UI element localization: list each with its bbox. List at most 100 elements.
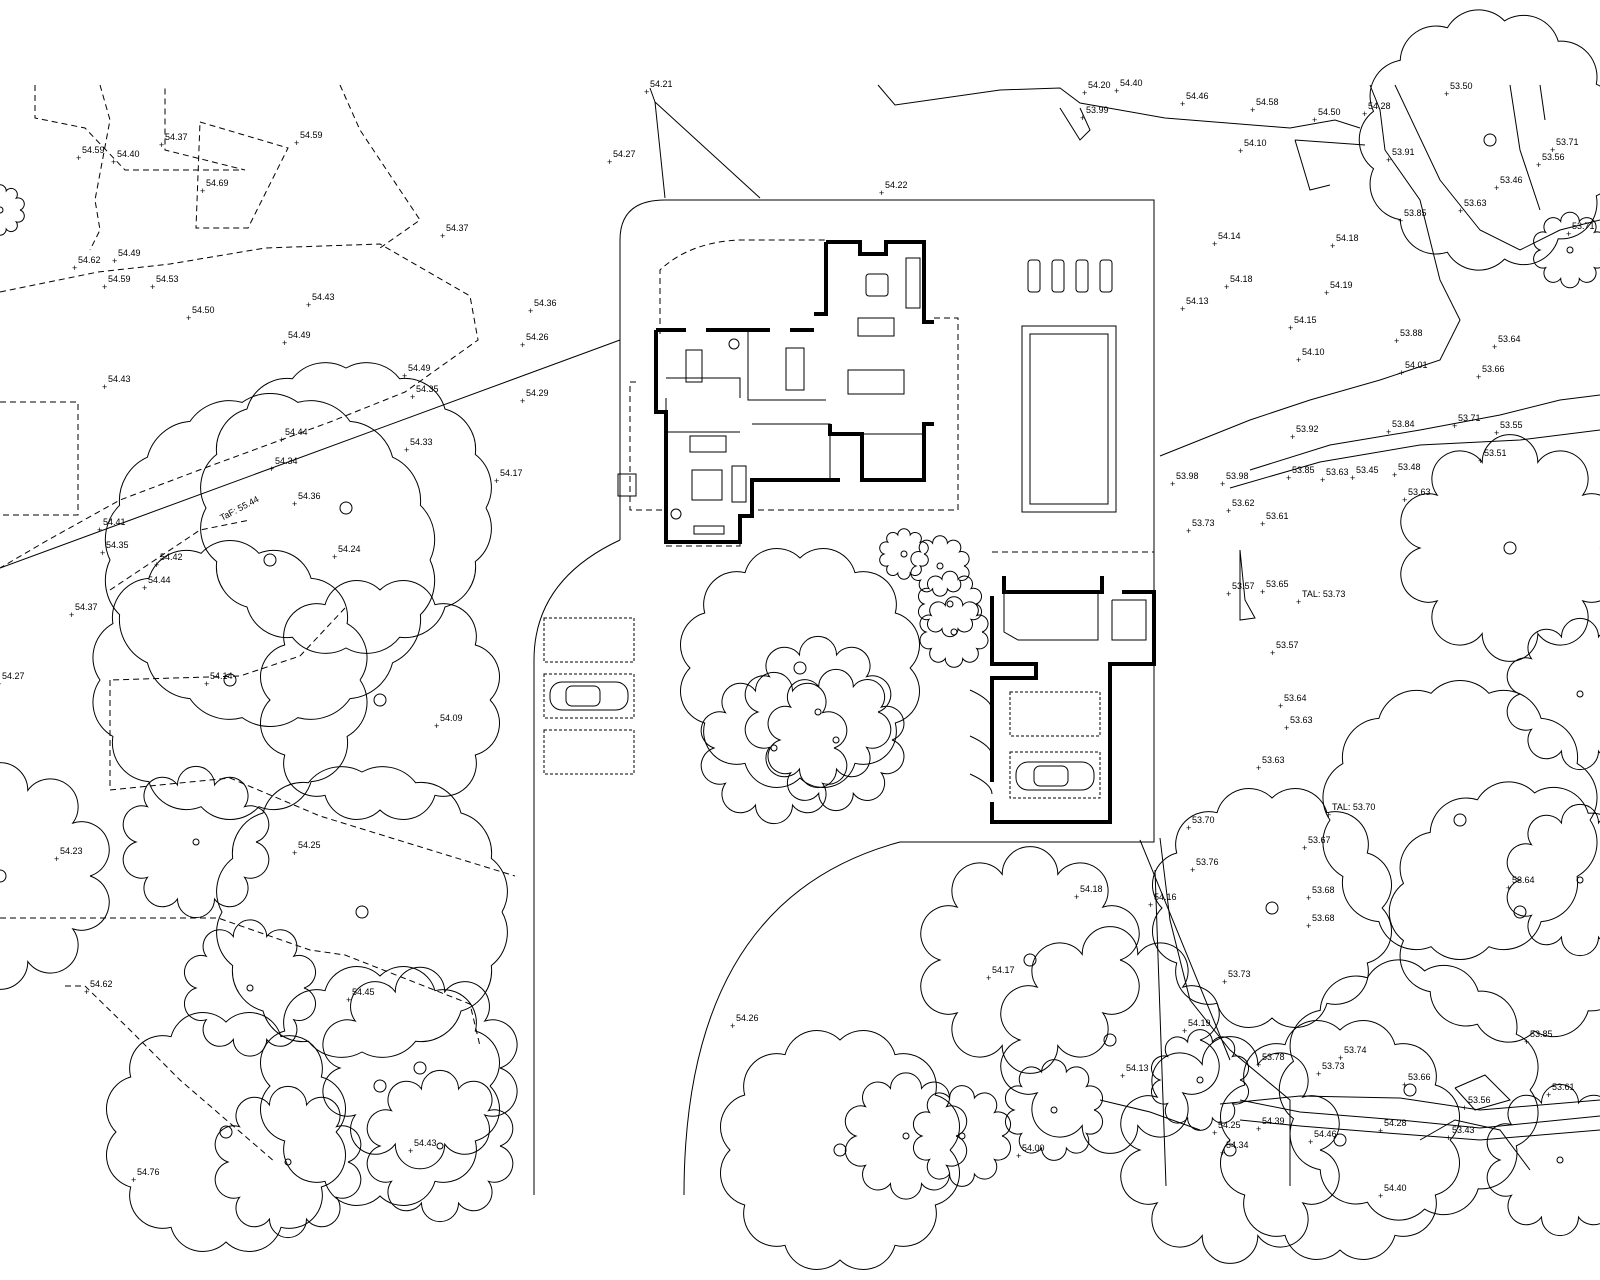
tree-canopy — [366, 1069, 514, 1223]
tree-canopy — [1220, 1020, 1460, 1260]
level-label: 53.92 — [1296, 424, 1319, 434]
spot-level: +53.73 — [1316, 1061, 1345, 1079]
level-label: 54.49 — [408, 363, 431, 373]
spot-level: +54.34 — [269, 456, 298, 474]
level-label: 54.35 — [106, 540, 129, 550]
tree — [920, 846, 1140, 1074]
level-marker: + — [1350, 473, 1355, 483]
level-marker: + — [159, 140, 164, 150]
level-marker: + — [1082, 88, 1087, 98]
level-label: 53.99 — [1086, 105, 1109, 115]
level-marker: + — [1270, 648, 1275, 658]
house-plan — [617, 240, 959, 547]
tree-trunk — [339, 501, 353, 515]
level-label: 54.62 — [78, 255, 101, 265]
spot-level: +53.61 — [1260, 511, 1289, 529]
level-label: 54.46 — [1314, 1129, 1337, 1139]
tree — [680, 548, 920, 788]
level-marker: + — [1296, 597, 1301, 607]
spot-level: +54.37 — [159, 132, 188, 150]
tree-trunk — [1103, 1033, 1117, 1047]
tree-trunk — [833, 1143, 847, 1157]
spot-level: +53.71 — [1566, 221, 1595, 239]
tree-trunk — [1503, 541, 1517, 555]
level-label: 53.55 — [1500, 420, 1523, 430]
tree-trunk — [900, 550, 908, 558]
level-marker: + — [1220, 1148, 1225, 1158]
level-label: 54.34 — [275, 456, 298, 466]
tree — [260, 580, 500, 820]
level-label: 54.36 — [298, 491, 321, 501]
level-label: 53.85 — [1404, 208, 1427, 218]
level-marker: + — [1148, 900, 1153, 910]
spot-level: +54.35 — [410, 384, 439, 402]
level-label: 54.39 — [1262, 1116, 1285, 1126]
spot-level: +53.51 — [1478, 448, 1507, 466]
level-marker: + — [879, 188, 884, 198]
spot-level: +53.48 — [1392, 462, 1421, 480]
tree-canopy — [910, 535, 970, 597]
tree-canopy — [700, 671, 848, 825]
spot-level: +53.50 — [1444, 81, 1473, 99]
level-label: 54.28 — [1384, 1118, 1407, 1128]
spot-level: +53.63 — [1256, 755, 1285, 773]
level-marker: + — [1494, 183, 1499, 193]
level-label: 53.56 — [1468, 1095, 1491, 1105]
spot-level: +54.27 — [0, 671, 25, 689]
level-marker: + — [200, 186, 205, 196]
spot-level: +54.25 — [292, 840, 321, 858]
level-label: 53.62 — [1232, 498, 1255, 508]
tree-canopy — [879, 528, 929, 580]
level-marker: + — [292, 499, 297, 509]
level-label: 54.18 — [1336, 233, 1359, 243]
level-marker: + — [1256, 1124, 1261, 1134]
tree-trunk — [950, 628, 958, 636]
spot-level: +53.71 — [1452, 413, 1481, 431]
spot-level: +54.41 — [97, 517, 126, 535]
tree-canopy — [919, 596, 989, 668]
tree-canopy — [1152, 788, 1392, 1028]
spot-level: +53.63 — [1320, 467, 1349, 485]
spot-level: +54.01 — [1399, 360, 1428, 378]
tree — [744, 635, 892, 789]
level-label: 53.91 — [1392, 147, 1415, 157]
level-marker: + — [1306, 893, 1311, 903]
level-label: 54.10 — [1244, 138, 1267, 148]
level-marker: + — [1378, 1191, 1383, 1201]
tree-trunk — [246, 984, 254, 992]
level-marker: + — [131, 1175, 136, 1185]
spot-level: +54.20 — [1082, 80, 1111, 98]
sun-loungers — [1027, 259, 1113, 293]
spot-level: +54.15 — [1288, 315, 1317, 333]
level-marker: + — [0, 679, 1, 689]
tree-trunk — [1566, 246, 1574, 254]
tree-canopy — [1278, 959, 1539, 1221]
spot-level: +54.14 — [204, 671, 233, 689]
level-marker: + — [69, 610, 74, 620]
spot-level: +53.63 — [1458, 198, 1487, 216]
tree-trunk — [793, 661, 807, 675]
tree — [700, 671, 848, 825]
tree-canopy — [1322, 680, 1598, 960]
spot-level: +53.64 — [1506, 875, 1535, 893]
spot-level: +54.40 — [1114, 78, 1143, 96]
swimming-pool — [1021, 325, 1117, 513]
tree-annotation: TaF: 55.44 — [218, 494, 260, 523]
tree — [1400, 434, 1600, 662]
level-marker: + — [54, 854, 59, 864]
tree — [1000, 926, 1220, 1154]
tree — [1004, 1059, 1104, 1161]
level-label: 54.49 — [288, 330, 311, 340]
level-marker: + — [1402, 1080, 1407, 1090]
level-label: 53.85 — [1530, 1029, 1553, 1039]
level-marker: + — [1478, 456, 1483, 466]
spot-level: +54.50 — [186, 305, 215, 323]
level-marker: + — [1494, 428, 1499, 438]
level-label: 54.37 — [446, 223, 469, 233]
tree-trunk — [936, 562, 944, 570]
spot-level: +53.98 — [1170, 471, 1199, 489]
level-label: 53.63 — [1262, 755, 1285, 765]
tree-trunk — [1453, 813, 1467, 827]
level-label: TAL: 53.70 — [1332, 802, 1375, 812]
